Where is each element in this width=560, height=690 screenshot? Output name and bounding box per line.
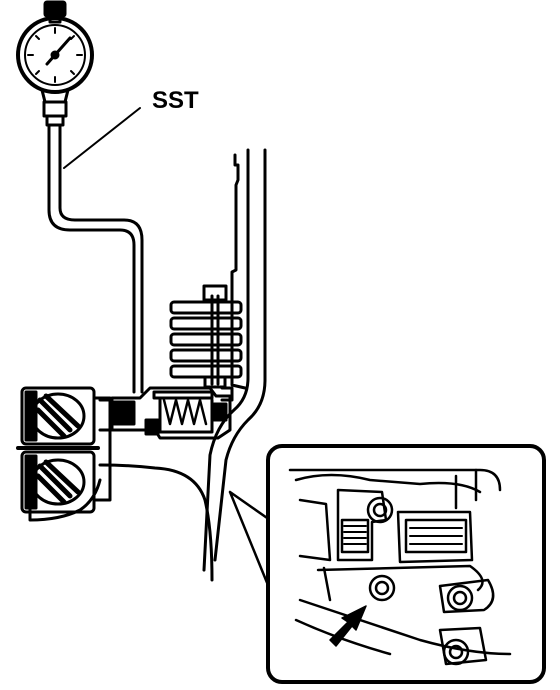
bolt-right xyxy=(448,586,472,610)
gauge-face xyxy=(25,25,85,85)
inset-pointer xyxy=(230,492,270,590)
bolt-center xyxy=(370,576,394,600)
dial-gauge xyxy=(18,2,92,125)
gauge-needle xyxy=(47,38,70,64)
bolt-lower xyxy=(444,640,468,664)
sst-label: SST xyxy=(152,87,199,114)
piston-assembly xyxy=(18,388,110,512)
gauge-pipe xyxy=(49,125,142,392)
gauge-outer-ring xyxy=(18,18,92,92)
valve-body xyxy=(100,388,230,438)
inset-casting xyxy=(290,470,510,664)
inset-hatching xyxy=(344,526,462,544)
inset-bolts xyxy=(368,498,472,664)
coil-spring xyxy=(164,400,206,424)
gauge-ticks xyxy=(28,28,82,82)
case-outline xyxy=(30,150,265,580)
inset-frame xyxy=(268,446,544,682)
inset-arrow xyxy=(330,606,366,646)
sst-leader-line xyxy=(64,108,140,168)
gauge-fitting xyxy=(44,102,66,116)
bolt-upper xyxy=(368,498,392,522)
gauge-needle-hub xyxy=(52,52,58,58)
spring-assembly xyxy=(171,286,241,387)
gauge-coupling xyxy=(47,116,63,125)
detail-inset xyxy=(268,446,544,682)
